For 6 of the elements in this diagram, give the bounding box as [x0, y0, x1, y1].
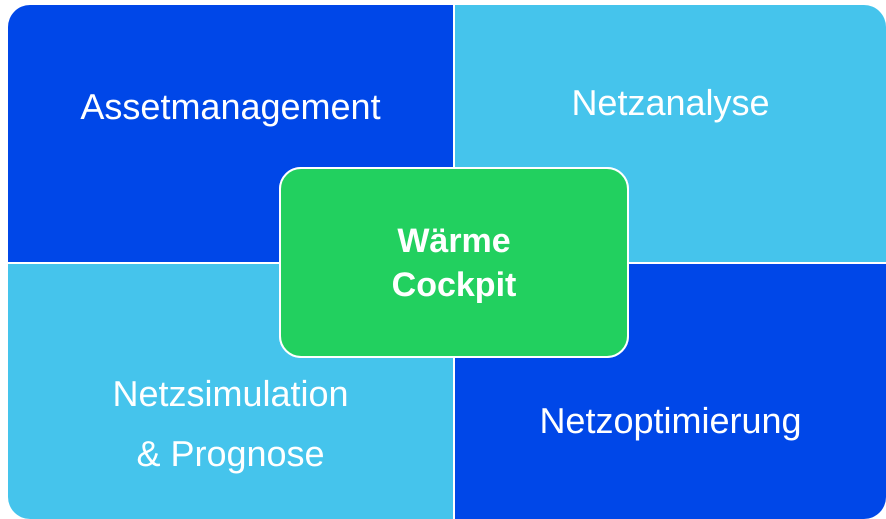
quadrant-label: Netzsimulation & Prognose: [111, 372, 350, 476]
quadrant-label: Netzanalyse: [570, 81, 771, 125]
quadrant-label: Assetmanagement: [79, 85, 382, 129]
center-label: Wärme Cockpit: [390, 221, 518, 306]
center-overlay: [279, 167, 629, 358]
quadrant-label: Netzoptimierung: [538, 399, 803, 443]
